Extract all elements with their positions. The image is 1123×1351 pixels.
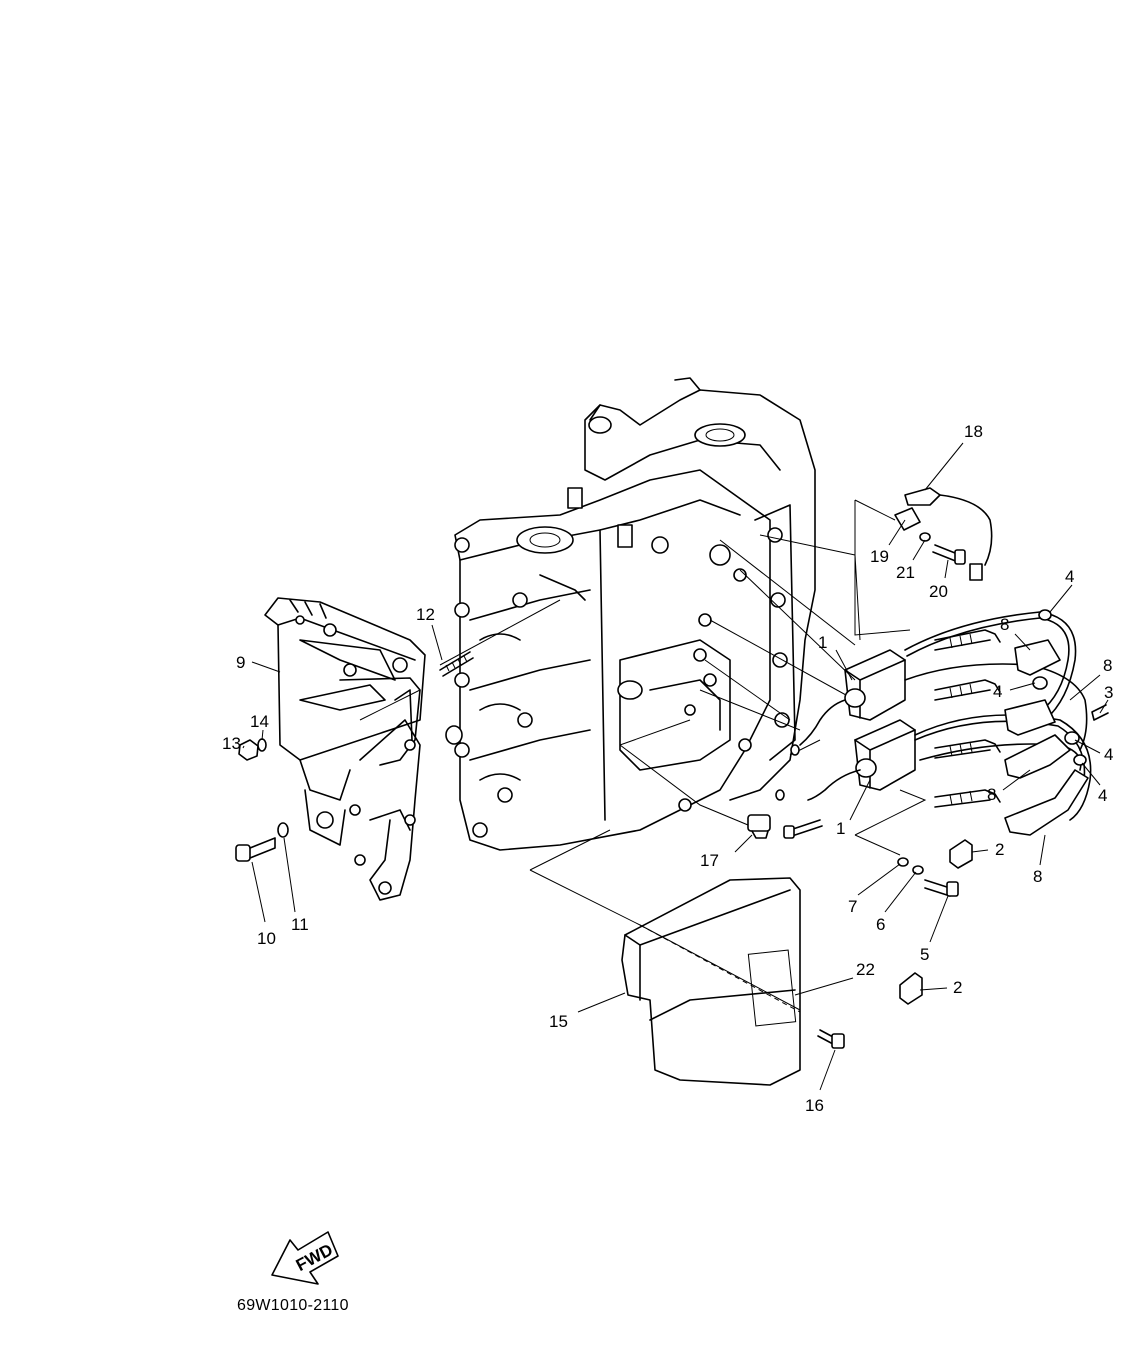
part-code: 69W1010-2110	[237, 1297, 349, 1314]
cylinder-block-drawing	[454, 377, 816, 851]
callout-11: 11	[291, 915, 309, 934]
callout-8: 8	[987, 785, 996, 804]
callout-labels: 1 1 2 2 3 4 4 4 4 5 6 7 8 8 8 8 9 10 11 …	[222, 422, 1113, 1115]
callout-21: 21	[896, 563, 915, 582]
callout-18: 18	[964, 422, 983, 441]
fasteners-left	[235, 651, 474, 862]
assembly-lead-lines	[359, 499, 927, 1013]
callout-22: 22	[856, 960, 875, 979]
ignition-cover-drawing	[621, 877, 845, 1086]
callout-8: 8	[1000, 615, 1009, 634]
callout-10: 10	[257, 929, 276, 948]
callout-19: 19	[870, 547, 889, 566]
callout-8: 8	[1103, 656, 1112, 675]
callout-3: 3	[1104, 683, 1113, 702]
callout-4: 4	[1065, 567, 1074, 586]
callout-20: 20	[929, 582, 948, 601]
holders-and-washers	[897, 839, 973, 1005]
callout-14: 14	[250, 712, 269, 731]
callout-16: 16	[805, 1096, 824, 1115]
callout-1: 1	[836, 819, 845, 838]
callout-5: 5	[920, 945, 929, 964]
callout-2: 2	[995, 840, 1004, 859]
callout-4: 4	[993, 682, 1002, 701]
callout-9: 9	[236, 653, 245, 672]
callout-7: 7	[848, 897, 857, 916]
mounting-bracket-drawing	[264, 597, 426, 901]
callout-6: 6	[876, 915, 885, 934]
callout-17: 17	[700, 851, 719, 870]
callout-8: 8	[1033, 867, 1042, 886]
callout-4: 4	[1104, 745, 1113, 764]
fwd-arrow-icon: FWD	[271, 1231, 339, 1285]
callout-2: 2	[953, 978, 962, 997]
callout-12: 12	[416, 605, 435, 624]
callout-13: 13	[222, 734, 241, 753]
callout-leaders	[242, 442, 1109, 1091]
callout-15: 15	[549, 1012, 568, 1031]
sensor-17-drawing	[747, 814, 771, 839]
callout-1: 1	[818, 633, 827, 652]
callout-4: 4	[1098, 786, 1107, 805]
ignition-coil-drawing	[775, 609, 1109, 839]
